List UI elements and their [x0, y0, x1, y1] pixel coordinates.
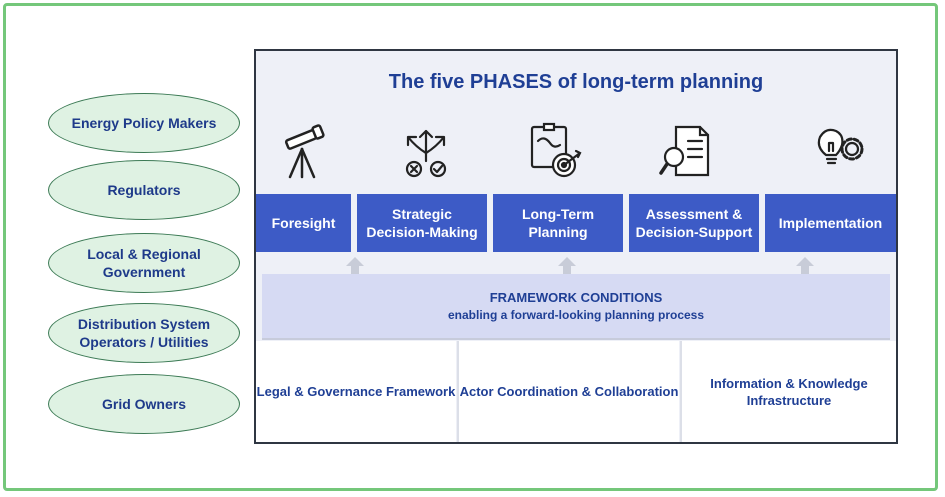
stakeholder-regulators: Regulators [48, 160, 240, 220]
telescope-icon [284, 124, 325, 179]
stakeholder-energy-policy-makers: Energy Policy Makers [48, 93, 240, 153]
target-board-icon [530, 122, 582, 178]
framework-subtitle: enabling a forward-looking planning proc… [447, 308, 705, 322]
phase-assessment-decision-support: Assessment & Decision-Support [629, 194, 759, 252]
stakeholder-local-regional-government: Local & Regional Government [48, 233, 240, 293]
phase-implementation: Implementation [765, 194, 896, 252]
panel-title: The five PHASES of long-term planning [388, 71, 764, 93]
arrow-up-icon [796, 257, 814, 277]
pillar-actor-coordination: Actor Coordination & Collaboration [459, 341, 679, 442]
phase-foresight: Foresight [256, 194, 351, 252]
stakeholder-grid-owners: Grid Owners [48, 374, 240, 434]
arrow-up-icon [558, 257, 576, 277]
framework-title: FRAMEWORK CONDITIONS [489, 290, 663, 305]
pillar-information-knowledge: Information & Knowledge Infrastructure [682, 341, 896, 442]
framework-conditions: FRAMEWORK CONDITIONS enabling a forward-… [262, 274, 890, 340]
stakeholder-dso-utilities: Distribution System Operators / Utilitie… [48, 303, 240, 363]
pillar-divider [680, 341, 682, 442]
pillar-legal-governance: Legal & Governance Framework [256, 341, 456, 442]
phases-panel: The five PHASES of long-term planning [254, 49, 898, 444]
pillar-divider [457, 341, 459, 442]
document-magnifier-icon [659, 125, 710, 177]
phase-strategic-decision-making: Strategic Decision-Making [357, 194, 487, 252]
outer-frame [3, 3, 938, 491]
lightbulb-gear-icon [817, 128, 864, 165]
arrow-up-icon [346, 257, 364, 277]
phase-long-term-planning: Long-Term Planning [493, 194, 623, 252]
decision-arrows-icon [405, 129, 447, 178]
